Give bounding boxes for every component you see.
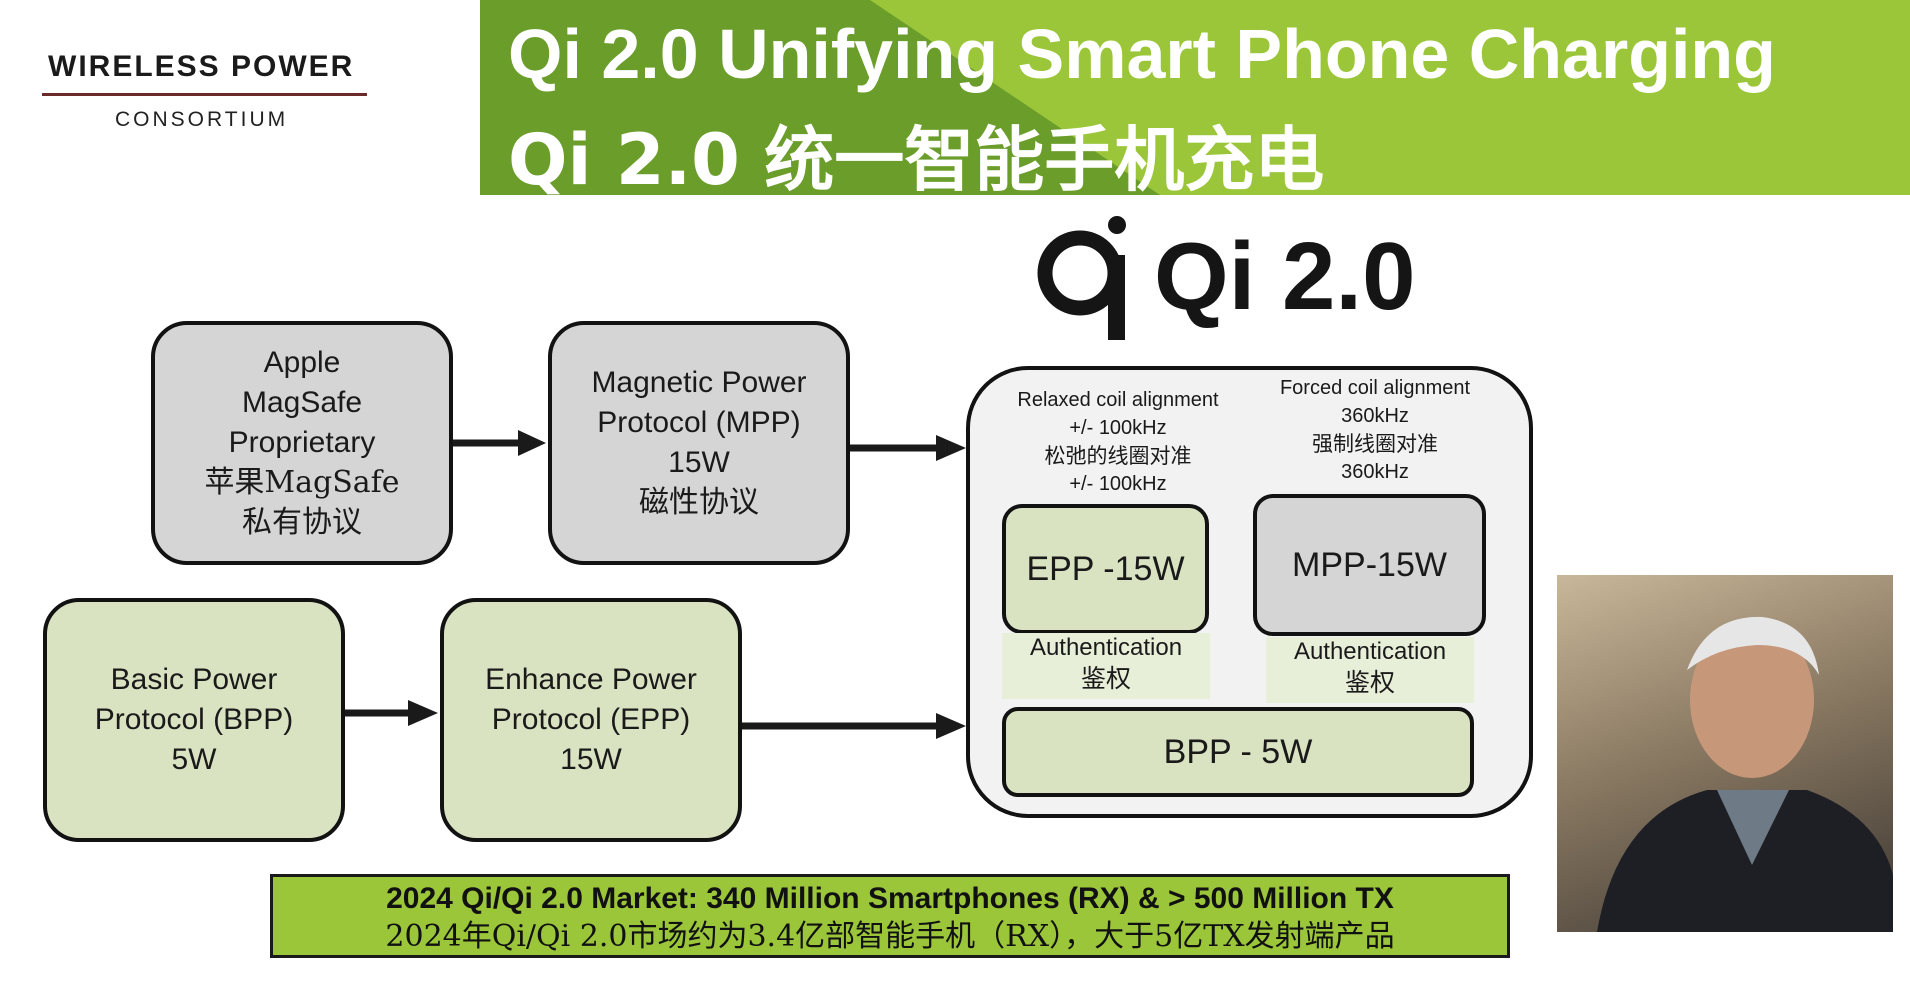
apple-box-cn-1: 苹果MagSafe <box>204 465 400 500</box>
authentication-right-en: Authentication <box>1293 638 1447 665</box>
logo-divider <box>42 93 367 96</box>
logo-line-1: WIRELESS POWER <box>48 50 355 83</box>
market-text-en: 2024 Qi/Qi 2.0 Market: 340 Million Smart… <box>386 882 1394 915</box>
relaxed-note-cn: 松弛的线圈对准 <box>1044 444 1192 468</box>
epp-15w-box: EPP -15W <box>1002 504 1209 634</box>
bpp-box: Basic Power Protocol (BPP) 5W <box>43 598 345 842</box>
mpp-box-line-3: 15W <box>668 446 730 479</box>
bpp-box-line-1: Basic Power <box>110 663 278 696</box>
bpp-box-line-2: Protocol (BPP) <box>94 703 294 736</box>
epp-box-line-3: 15W <box>560 743 622 776</box>
epp-box-line-1: Enhance Power <box>485 663 697 696</box>
authentication-left: Authentication 鉴权 <box>1002 633 1210 699</box>
authentication-left-cn: 鉴权 <box>1080 664 1131 693</box>
header-banner: WIRELESS POWER CONSORTIUM Qi 2.0 Unifyin… <box>0 0 1910 195</box>
apple-box-cn-2: 私有协议 <box>242 505 362 540</box>
bpp-5w-box: BPP - 5W <box>1002 707 1474 797</box>
apple-magsafe-box: Apple MagSafe Proprietary 苹果MagSafe 私有协议 <box>151 321 453 565</box>
mpp-15w-box: MPP-15W <box>1253 494 1486 636</box>
forced-note-line-3: 360kHz <box>1341 461 1409 483</box>
apple-box-line-1: Apple <box>263 346 341 379</box>
epp-box: Enhance Power Protocol (EPP) 15W <box>440 598 742 842</box>
mpp-box-cn-1: 磁性协议 <box>639 485 759 520</box>
logo-line-2: CONSORTIUM <box>115 108 289 131</box>
forced-note-line-1: Forced coil alignment <box>1279 377 1471 399</box>
logo-area: WIRELESS POWER CONSORTIUM <box>0 0 480 195</box>
authentication-right-cn: 鉴权 <box>1344 668 1395 697</box>
forced-note-line-2: 360kHz <box>1341 405 1409 427</box>
relaxed-note-line-2: +/- 100kHz <box>1069 417 1167 439</box>
slide-title-cn: Qi 2.0 统一智能手机充电 <box>508 119 1325 195</box>
mpp-box-line-2: Protocol (MPP) <box>597 406 801 439</box>
mpp-box: Magnetic Power Protocol (MPP) 15W 磁性协议 <box>548 321 850 565</box>
apple-box-line-2: MagSafe <box>241 386 363 419</box>
bpp-box-line-3: 5W <box>171 743 217 776</box>
market-text-cn: 2024年Qi/Qi 2.0市场约为3.4亿部智能手机（RX），大于5亿TX发射… <box>385 919 1395 954</box>
authentication-left-en: Authentication <box>1029 634 1183 661</box>
right-margin <box>1895 195 1910 981</box>
slide-title-en: Qi 2.0 Unifying Smart Phone Charging <box>508 15 1776 93</box>
forced-alignment-note: Forced coil alignment 360kHz 强制线圈对准 360k… <box>1255 374 1495 486</box>
apple-box-line-3: Proprietary <box>228 426 376 459</box>
mpp-box-line-1: Magnetic Power <box>591 366 807 399</box>
qi-logo-text: Qi 2.0 <box>1154 223 1416 330</box>
market-banner: 2024 Qi/Qi 2.0 Market: 340 Million Smart… <box>270 874 1510 958</box>
relaxed-note-line-1: Relaxed coil alignment <box>1017 389 1219 411</box>
mpp-15w-label: MPP-15W <box>1292 545 1447 584</box>
speaker-silhouette-icon <box>1597 616 1893 932</box>
epp-15w-label: EPP -15W <box>1026 549 1185 588</box>
authentication-right: Authentication 鉴权 <box>1266 637 1474 703</box>
epp-box-line-2: Protocol (EPP) <box>491 703 691 736</box>
relaxed-alignment-note: Relaxed coil alignment +/- 100kHz 松弛的线圈对… <box>998 386 1238 498</box>
forced-note-cn: 强制线圈对准 <box>1312 432 1438 456</box>
qi-logo-icon <box>1037 216 1126 340</box>
bpp-5w-label: BPP - 5W <box>1163 732 1313 771</box>
relaxed-note-line-3: +/- 100kHz <box>1069 473 1167 495</box>
speaker-video[interactable] <box>1557 575 1893 932</box>
